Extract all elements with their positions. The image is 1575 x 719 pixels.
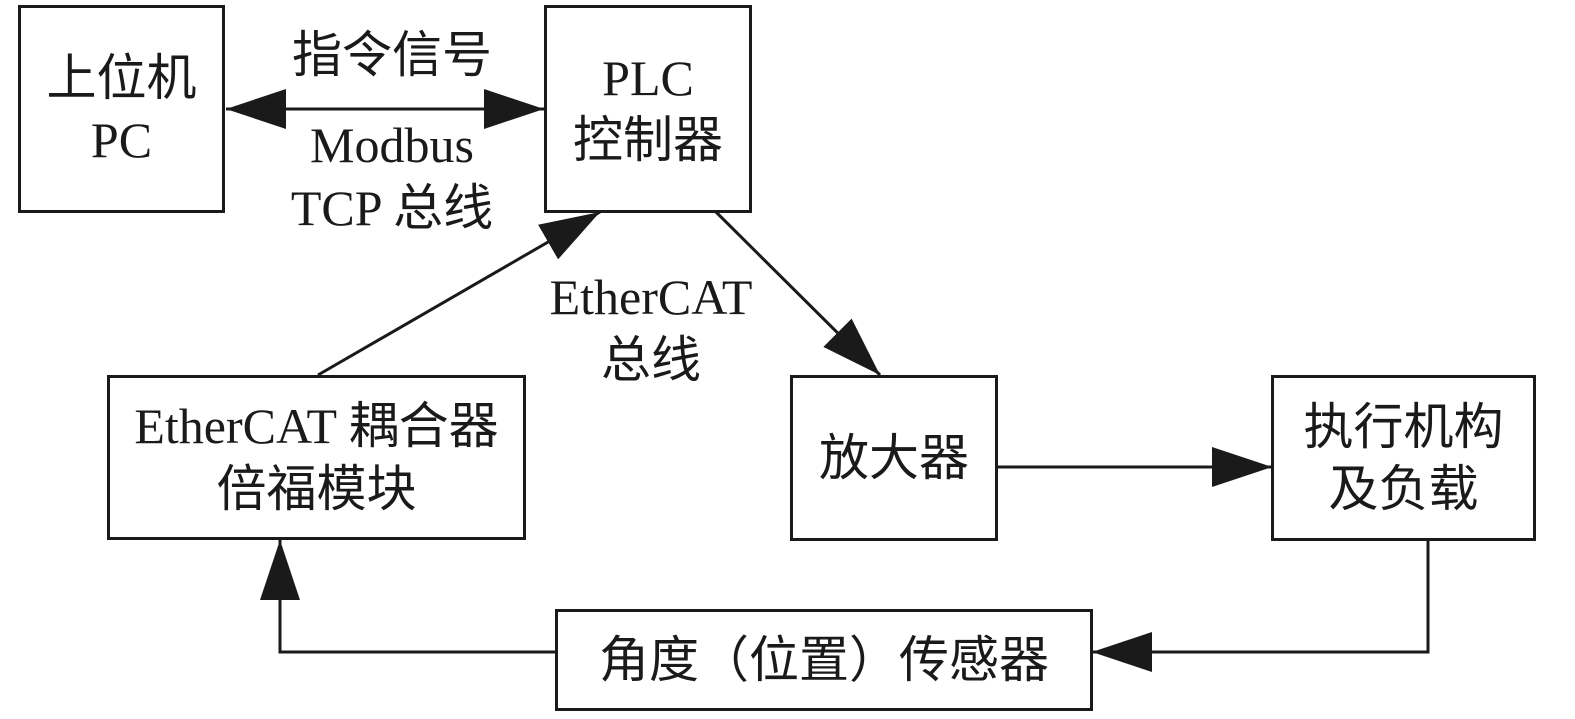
sensor-node-line-1: 角度（位置）传感器 <box>599 631 1049 688</box>
pc-plc-bottom-label-line-2: TCP 总线 <box>290 179 494 236</box>
actuator-sensor-arrow <box>1092 540 1430 672</box>
ethercat-bus-label-line-2: 总线 <box>601 331 701 388</box>
pc-node: 上位机 PC <box>18 5 225 213</box>
actuator-node: 执行机构 及负载 <box>1271 375 1536 541</box>
pc-node-line-1: 上位机 <box>46 49 197 106</box>
pc-node-line-2: PC <box>90 112 153 168</box>
coupler-node: EtherCAT 耦合器 倍福模块 <box>107 375 526 540</box>
sensor-node: 角度（位置）传感器 <box>555 609 1093 711</box>
pc-plc-bottom-label-line-1: Modbus <box>310 117 474 173</box>
plc-node-line-2: 控制器 <box>573 112 723 168</box>
actuator-node-line-2: 及负载 <box>1328 461 1479 517</box>
actuator-node-line-1: 执行机构 <box>1303 398 1504 455</box>
pc-plc-top-label: 指令信号 <box>240 24 544 87</box>
amplifier-node-line-1: 放大器 <box>819 429 969 486</box>
coupler-node-line-1: EtherCAT 耦合器 <box>134 398 499 454</box>
plc-amplifier-arrow <box>714 210 882 377</box>
coupler-node-line-2: 倍福模块 <box>216 460 417 517</box>
plc-node-line-1: PLC <box>602 49 694 106</box>
pc-plc-bottom-label: Modbus TCP 总线 <box>240 114 544 239</box>
plc-node: PLC 控制器 <box>544 5 752 213</box>
ethercat-bus-label: EtherCAT 总线 <box>520 266 782 391</box>
sensor-coupler-arrow <box>260 540 556 654</box>
amplifier-node: 放大器 <box>790 375 998 541</box>
pc-plc-top-label-text: 指令信号 <box>292 27 492 83</box>
ethercat-bus-label-line-1: EtherCAT <box>549 269 753 325</box>
coupler-plc-arrow <box>317 210 601 377</box>
